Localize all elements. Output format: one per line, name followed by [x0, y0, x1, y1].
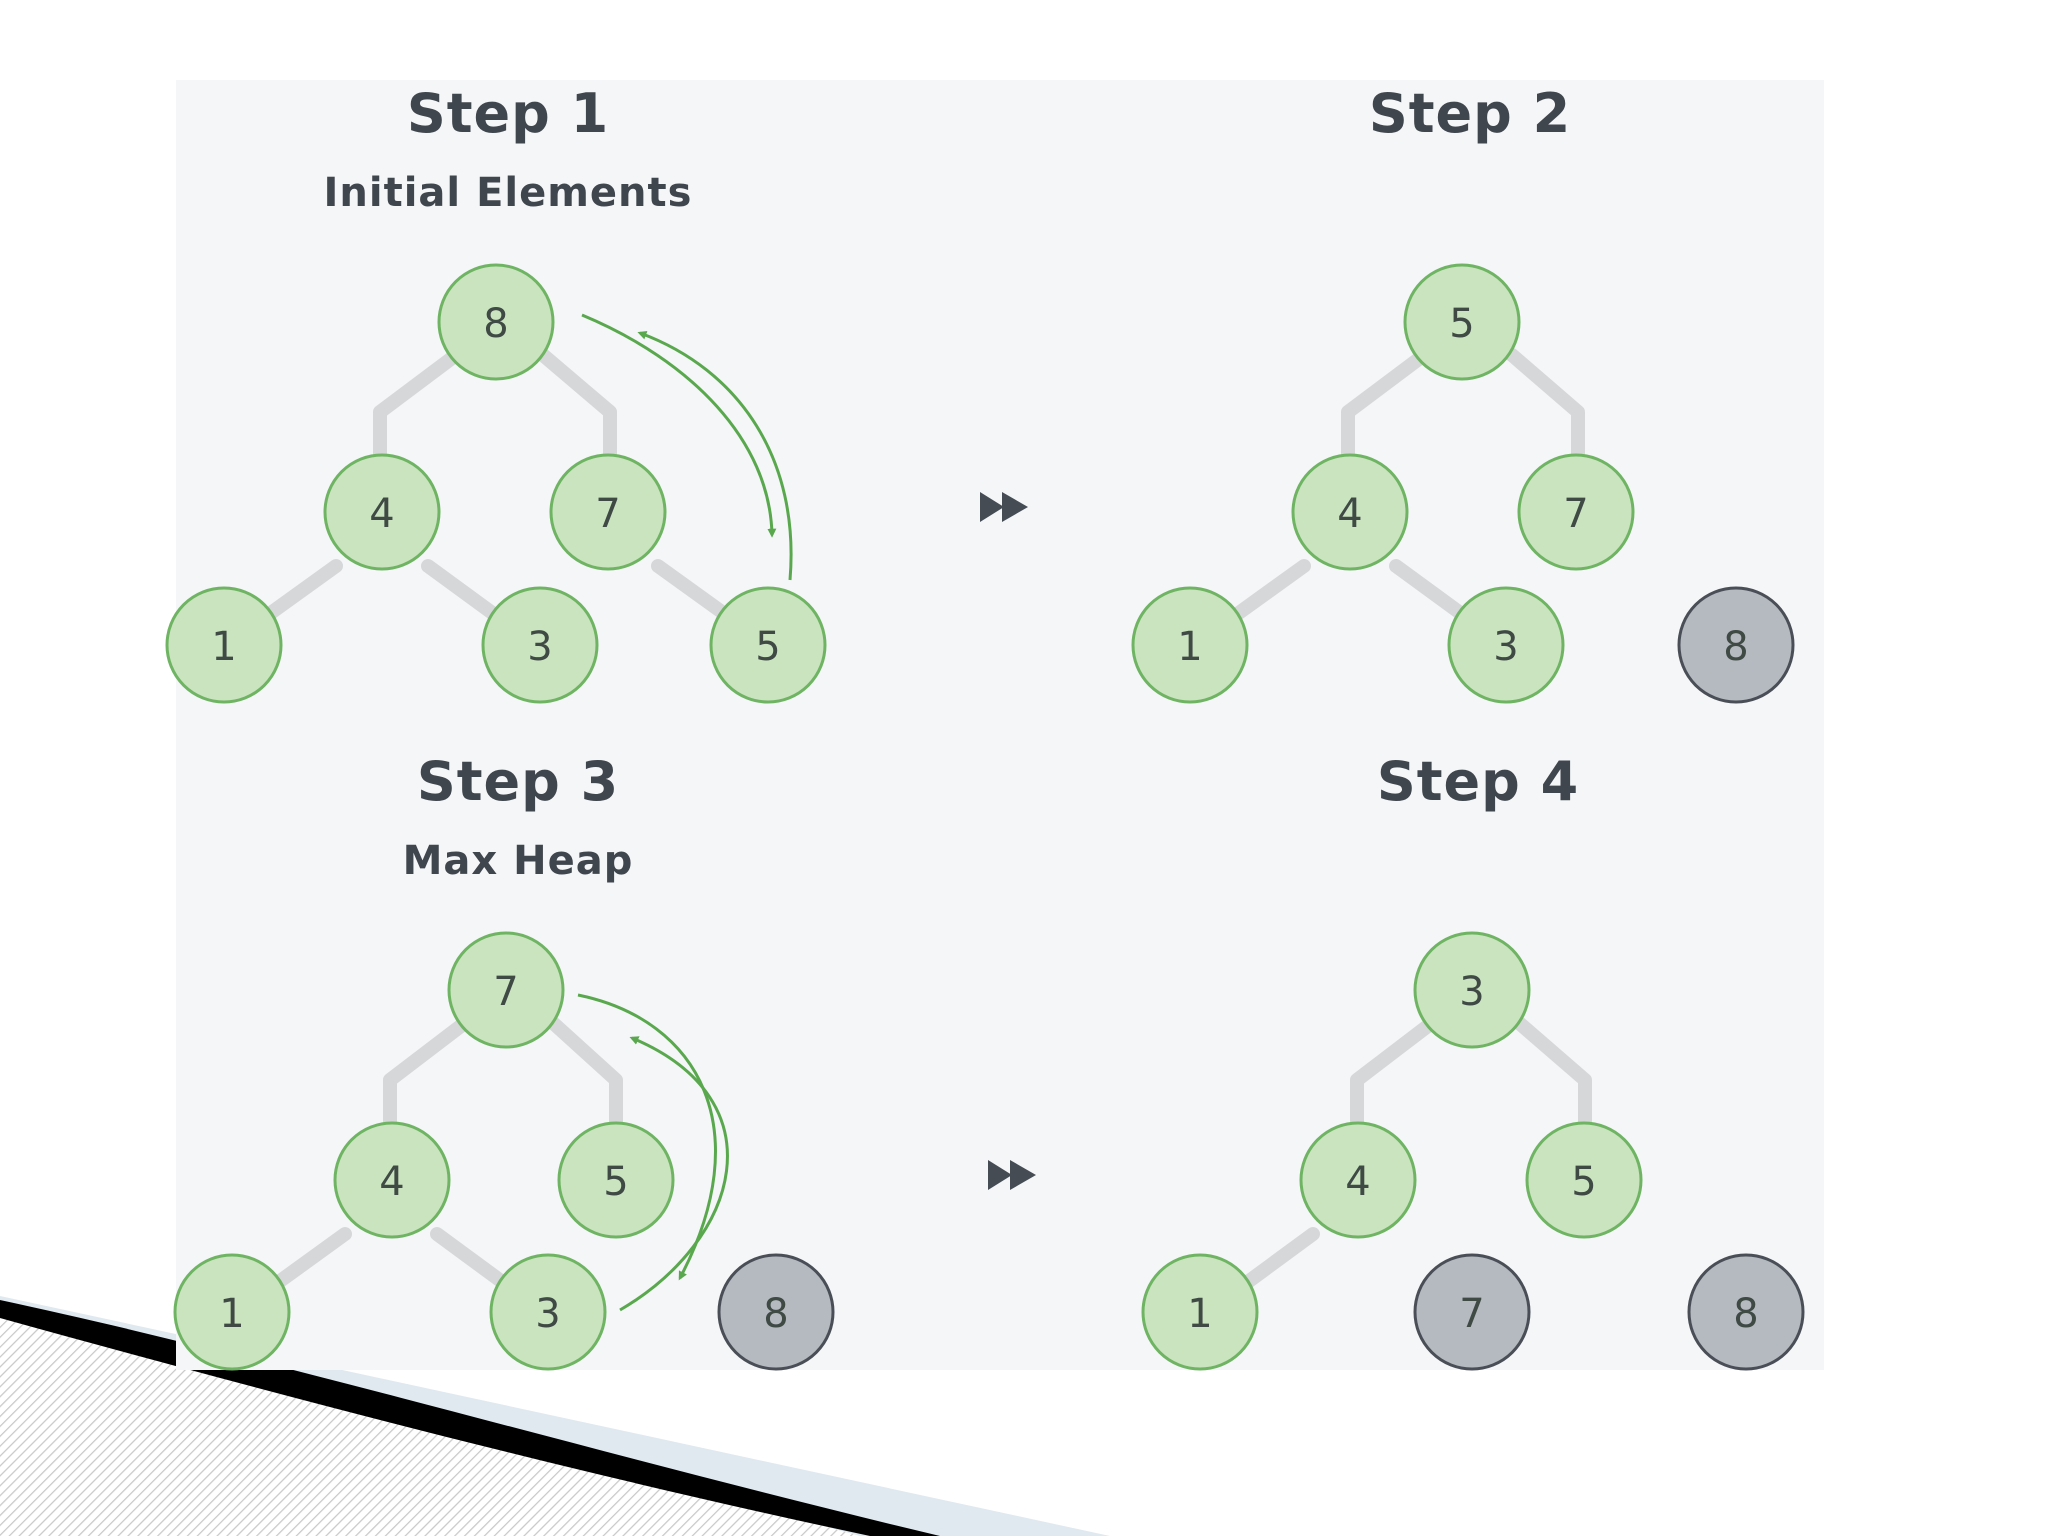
step-1-subtitle: Initial Elements	[323, 170, 693, 216]
step-3-node-right: 5	[557, 1121, 675, 1239]
node-circle	[333, 1121, 451, 1239]
node-circle	[489, 1253, 607, 1371]
node-value: 8	[1733, 1291, 1758, 1337]
tree-edges	[261, 348, 1592, 1291]
node-circle	[717, 1253, 835, 1371]
node-value: 4	[379, 1159, 404, 1205]
step-1-node-right-left: 5	[709, 586, 827, 704]
node-value: 5	[755, 624, 780, 670]
node-value: 1	[219, 1291, 244, 1337]
node-value: 4	[1345, 1159, 1370, 1205]
step-2-node-right: 7	[1517, 453, 1635, 571]
node-circle	[1525, 1121, 1643, 1239]
step-4-title: Step 4	[1376, 750, 1580, 813]
step-arrow-2	[988, 1160, 1036, 1190]
node-value: 3	[1459, 969, 1484, 1015]
node-value: 7	[595, 491, 620, 537]
step-3-node-sorted-1: 8	[717, 1253, 835, 1371]
step-4-node-sorted-2: 7	[1413, 1253, 1531, 1371]
node-circle	[1517, 453, 1635, 571]
node-circle	[1677, 586, 1795, 704]
step-arrow-1	[980, 492, 1028, 522]
node-value: 3	[1493, 624, 1518, 670]
step-3-node-left-right: 3	[489, 1253, 607, 1371]
step-2-node-left-left: 1	[1131, 586, 1249, 704]
node-circle	[1413, 931, 1531, 1049]
node-value: 1	[1187, 1291, 1212, 1337]
step-1-node-left: 4	[323, 453, 441, 571]
node-circle	[1141, 1253, 1259, 1371]
node-value: 3	[527, 624, 552, 670]
step-4-node-left: 4	[1299, 1121, 1417, 1239]
step-3-node-root: 7	[447, 931, 565, 1049]
node-value: 3	[535, 1291, 560, 1337]
step-4-node-left-left: 1	[1141, 1253, 1259, 1371]
step-4-node-right: 5	[1525, 1121, 1643, 1239]
node-value: 8	[483, 301, 508, 347]
node-value: 5	[1449, 301, 1474, 347]
node-circle	[1131, 586, 1249, 704]
node-circle	[1299, 1121, 1417, 1239]
node-circle	[1447, 586, 1565, 704]
node-value: 8	[1723, 624, 1748, 670]
step-1-node-left-left: 1	[165, 586, 283, 704]
step-1-title: Step 1	[406, 82, 610, 145]
node-circle	[481, 586, 599, 704]
step-4-node-sorted-1: 8	[1687, 1253, 1805, 1371]
step-2-title: Step 2	[1368, 82, 1572, 145]
step-3-subtitle: Max Heap	[402, 838, 634, 884]
step-4-node-root: 3	[1413, 931, 1531, 1049]
node-circle	[437, 263, 555, 381]
node-value: 7	[493, 969, 518, 1015]
node-value: 5	[1571, 1159, 1596, 1205]
step-3-title: Step 3	[416, 750, 620, 813]
step-1-node-left-right: 3	[481, 586, 599, 704]
node-circle	[557, 1121, 675, 1239]
node-circle	[323, 453, 441, 571]
step-3-node-left-left: 1	[173, 1253, 291, 1371]
step-1-node-root: 8	[437, 263, 555, 381]
node-circle	[447, 931, 565, 1049]
step-1-node-right: 7	[549, 453, 667, 571]
step-3-node-left: 4	[333, 1121, 451, 1239]
node-circle	[165, 586, 283, 704]
step-2-node-root: 5	[1403, 263, 1521, 381]
node-circle	[549, 453, 667, 571]
node-circle	[709, 586, 827, 704]
swap-arrows	[577, 313, 793, 1312]
node-value: 5	[603, 1159, 628, 1205]
node-value: 7	[1459, 1291, 1484, 1337]
node-value: 1	[211, 624, 236, 670]
node-value: 8	[763, 1291, 788, 1337]
step-2-node-left-right: 3	[1447, 586, 1565, 704]
step-2-node-left: 4	[1291, 453, 1409, 571]
step-2-node-sorted-1: 8	[1677, 586, 1795, 704]
node-circle	[173, 1253, 291, 1371]
node-value: 7	[1563, 491, 1588, 537]
node-circle	[1291, 453, 1409, 571]
node-circle	[1413, 1253, 1531, 1371]
node-value: 1	[1177, 624, 1202, 670]
node-value: 4	[369, 491, 394, 537]
node-value: 4	[1337, 491, 1362, 537]
node-circle	[1687, 1253, 1805, 1371]
node-circle	[1403, 263, 1521, 381]
